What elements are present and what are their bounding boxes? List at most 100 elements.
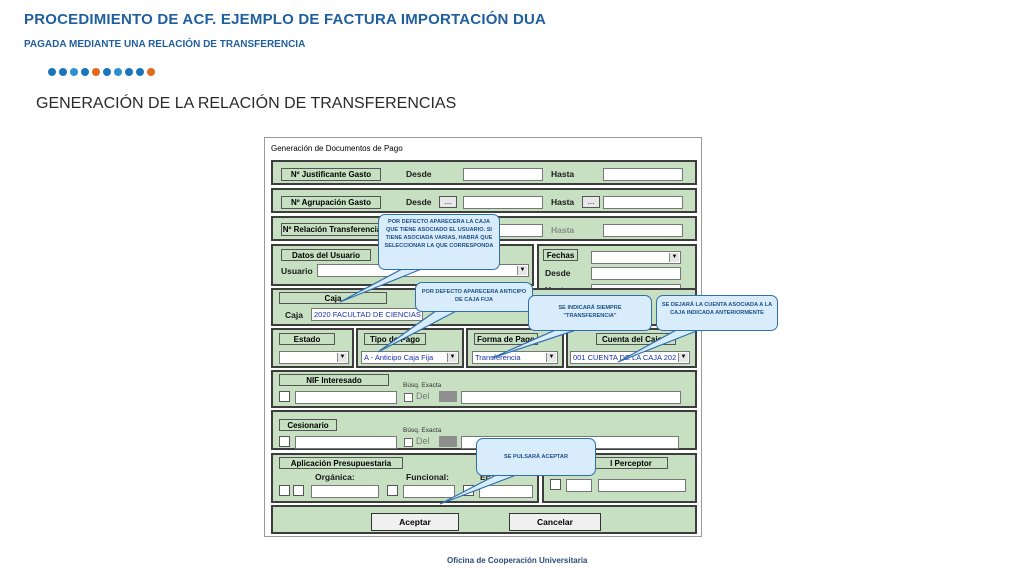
aplicacion-label: Aplicación Presupuestaria bbox=[279, 457, 403, 469]
tipo-pago-value: A - Anticipo Caja Fija bbox=[364, 353, 434, 362]
chevron-down-icon: ▼ bbox=[517, 266, 527, 275]
fechas-desde-label: Desde bbox=[545, 268, 571, 278]
dot-2 bbox=[70, 68, 78, 76]
organica-input[interactable] bbox=[311, 485, 379, 498]
relacion-hasta-label: Hasta bbox=[551, 225, 575, 235]
aceptar-button[interactable]: Aceptar bbox=[371, 513, 459, 531]
nif-lookup-button[interactable] bbox=[279, 391, 290, 402]
justificante-desde-label: Desde bbox=[406, 169, 432, 179]
chevron-down-icon: ▼ bbox=[678, 353, 688, 362]
usuario-label: Usuario bbox=[281, 266, 313, 276]
agrupacion-hasta-label: Hasta bbox=[551, 197, 575, 207]
justificante-label: Nº Justificante Gasto bbox=[281, 168, 381, 181]
cuenta-cajero-value: 001 CUENTA DE LA CAJA 202 bbox=[573, 353, 677, 362]
dot-7 bbox=[125, 68, 133, 76]
perceptor-panel: l Perceptor bbox=[542, 453, 697, 503]
callout-anticipo-pointer bbox=[377, 307, 463, 353]
slide-title: PROCEDIMIENTO DE ACF. EJEMPLO DE FACTURA… bbox=[24, 11, 547, 28]
justificante-hasta-input[interactable] bbox=[603, 168, 683, 181]
nif-busq-label: Búsq. Exacta bbox=[403, 382, 442, 389]
agrupacion-label: Nº Agrupación Gasto bbox=[281, 196, 381, 209]
chevron-down-icon: ▼ bbox=[447, 353, 457, 362]
cesionario-input[interactable] bbox=[295, 436, 397, 449]
dot-9 bbox=[147, 68, 155, 76]
organica-lookup-button-2[interactable] bbox=[293, 485, 304, 496]
perceptor-lookup-button[interactable] bbox=[550, 479, 561, 490]
organica-lookup-button-1[interactable] bbox=[279, 485, 290, 496]
justificante-hasta-label: Hasta bbox=[551, 169, 575, 179]
agrupacion-desde-input[interactable] bbox=[463, 196, 543, 209]
dot-1 bbox=[59, 68, 67, 76]
caja-label: Caja bbox=[285, 310, 303, 320]
nif-label: NIF Interesado bbox=[279, 374, 389, 386]
callout-transferencia-pointer bbox=[491, 327, 583, 359]
dot-6 bbox=[114, 68, 122, 76]
chevron-down-icon: ▼ bbox=[337, 353, 347, 362]
nif-del-label: Del bbox=[416, 391, 430, 401]
estado-label: Estado bbox=[279, 333, 335, 345]
dot-0 bbox=[48, 68, 56, 76]
cesionario-color-swatch bbox=[439, 436, 457, 447]
perceptor-name-input[interactable] bbox=[598, 479, 686, 492]
cesionario-label: Cesionario bbox=[279, 419, 337, 431]
nif-color-swatch bbox=[439, 391, 457, 402]
decorative-dots bbox=[48, 68, 155, 76]
perceptor-code-input[interactable] bbox=[566, 479, 592, 492]
agrupacion-desde-lookup-button[interactable]: ... bbox=[439, 196, 457, 208]
cesionario-exact-checkbox[interactable] bbox=[404, 438, 413, 447]
callout-cuenta-pointer bbox=[617, 327, 705, 363]
dot-8 bbox=[136, 68, 144, 76]
funcional-lookup-button[interactable] bbox=[387, 485, 398, 496]
slide-subtitle: PAGADA MEDIANTE UNA RELACIÓN DE TRANSFER… bbox=[24, 39, 306, 50]
callout-caja: POR DEFECTO APARECERA LA CAJA QUE TIENE … bbox=[378, 214, 500, 270]
agrupacion-panel: Nº Agrupación Gasto Desde ... Hasta ... bbox=[271, 188, 697, 213]
fechas-select[interactable]: ▼ bbox=[591, 251, 681, 264]
agrupacion-desde-label: Desde bbox=[406, 197, 432, 207]
chevron-down-icon: ▼ bbox=[546, 353, 556, 362]
estado-select[interactable]: ▼ bbox=[279, 351, 349, 364]
forma-pago-value: Transferencia bbox=[475, 353, 521, 362]
aplicacion-panel: Aplicación Presupuestaria Orgánica: Func… bbox=[271, 453, 539, 503]
estado-panel: Estado ▼ bbox=[271, 328, 354, 368]
dot-5 bbox=[103, 68, 111, 76]
nif-panel: NIF Interesado Búsq. Exacta Del bbox=[271, 370, 697, 408]
cancelar-button[interactable]: Cancelar bbox=[509, 513, 601, 531]
window-title: Generación de Documentos de Pago bbox=[271, 144, 403, 153]
fechas-desde-input[interactable] bbox=[591, 267, 681, 280]
callout-anticipo: POR DEFECTO APARECERA ANTICIPO DE CAJA F… bbox=[415, 282, 533, 312]
funcional-input[interactable] bbox=[403, 485, 455, 498]
organica-label: Orgánica: bbox=[315, 472, 355, 482]
caja-select[interactable]: 2020 FACULTAD DE CIENCIAS bbox=[311, 308, 423, 321]
callout-cuenta: SE DEJARÁ LA CUENTA ASOCIADA A LA CAJA I… bbox=[656, 295, 778, 331]
callout-aceptar-pointer bbox=[439, 471, 525, 505]
callout-transferencia: SE INDICARÁ SIEMPRE "TRANSFERENCIA" bbox=[528, 295, 652, 331]
chevron-down-icon: ▼ bbox=[669, 253, 679, 262]
forma-pago-select[interactable]: Transferencia ▼ bbox=[472, 351, 558, 364]
agrupacion-hasta-lookup-button[interactable]: ... bbox=[582, 196, 600, 208]
cesionario-lookup-button[interactable] bbox=[279, 436, 290, 447]
relacion-hasta-input[interactable] bbox=[603, 224, 683, 237]
dot-3 bbox=[81, 68, 89, 76]
callout-caja-pointer bbox=[339, 267, 425, 303]
callout-aceptar: SE PULSARÁ ACEPTAR bbox=[476, 438, 596, 476]
buttons-panel: Aceptar Cancelar bbox=[271, 505, 697, 534]
nif-exact-checkbox[interactable] bbox=[404, 393, 413, 402]
tipo-pago-select[interactable]: A - Anticipo Caja Fija ▼ bbox=[361, 351, 459, 364]
agrupacion-hasta-input[interactable] bbox=[603, 196, 683, 209]
section-heading: GENERACIÓN DE LA RELACIÓN DE TRANSFERENC… bbox=[36, 95, 457, 112]
datos-usuario-label: Datos del Usuario bbox=[281, 249, 371, 261]
payment-documents-window: Generación de Documentos de Pago Nº Just… bbox=[264, 137, 702, 537]
economica-input[interactable] bbox=[479, 485, 533, 498]
nif-input[interactable] bbox=[295, 391, 397, 404]
nif-name-input[interactable] bbox=[461, 391, 681, 404]
footer-text: Oficina de Cooperación Universitaria bbox=[447, 556, 588, 565]
fechas-label: Fechas bbox=[543, 249, 578, 261]
caja-group-label: Caja bbox=[279, 292, 387, 304]
economica-label: Ec bbox=[480, 472, 491, 482]
dot-4 bbox=[92, 68, 100, 76]
tipo-pago-panel: Tipo de Pago A - Anticipo Caja Fija▼ bbox=[356, 328, 464, 368]
justificante-desde-input[interactable] bbox=[463, 168, 543, 181]
funcional-label: Funcional: bbox=[406, 472, 449, 482]
cesionario-del-label: Del bbox=[416, 436, 430, 446]
justificante-panel: Nº Justificante Gasto Desde Hasta bbox=[271, 160, 697, 185]
